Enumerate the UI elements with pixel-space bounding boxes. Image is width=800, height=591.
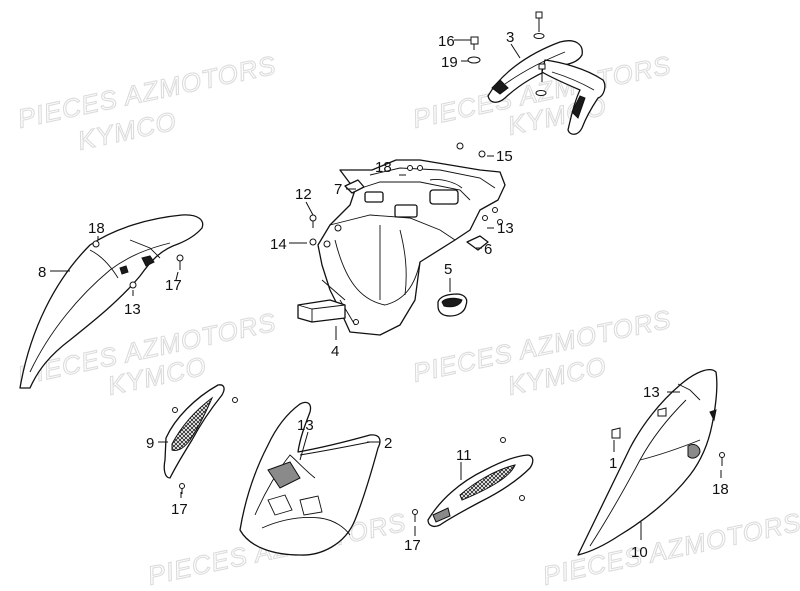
part-left-vent-cover: [163, 384, 225, 479]
leader-lines: [50, 39, 722, 540]
callout-label: 7: [334, 181, 342, 198]
callout-labels: 16 19 3 18 7 15 13 6 12 14 4 5 18 8 17 1…: [38, 29, 729, 561]
part-5-cap: [437, 293, 468, 317]
callout-label: 6: [484, 241, 492, 258]
callout-label: 19: [441, 54, 458, 71]
watermark-group: PIECES AZMOTORS KYMCO PIECES AZMOTORS KY…: [14, 49, 800, 591]
callout-label: 13: [297, 417, 314, 434]
callout-label: 16: [438, 33, 455, 50]
part-bracket-block: [297, 299, 346, 323]
part-under-seat-storage-box: [317, 159, 506, 336]
callout-label: 12: [295, 186, 312, 203]
callout-label: 15: [496, 148, 513, 165]
callout-label: 8: [38, 264, 46, 281]
callout-label: 2: [384, 435, 392, 452]
watermark-text: PIECES AZMOTORS: [540, 507, 800, 591]
part-left-rear-panel: [19, 214, 204, 389]
callout-label: 11: [456, 447, 472, 464]
callout-label: 17: [404, 537, 421, 554]
callout-label: 13: [643, 384, 660, 401]
callout-label: 3: [506, 29, 514, 46]
callout-label: 10: [631, 544, 648, 561]
callout-label: 9: [146, 435, 154, 452]
callout-label: 18: [88, 220, 105, 237]
callout-label: 5: [444, 261, 452, 278]
callout-label: 14: [270, 236, 287, 253]
part-right-rear-panel: [577, 369, 718, 556]
callout-label: 17: [165, 277, 182, 294]
callout-label: 13: [497, 220, 514, 237]
bolt-icon: [467, 11, 547, 96]
callout-label: 1: [609, 455, 617, 472]
screw-icon: [92, 142, 725, 522]
part-front-inner-shield: [239, 401, 381, 556]
callout-label: 18: [375, 159, 392, 176]
part-right-vent-cover: [427, 454, 534, 527]
part-rear-grab-rail: [487, 40, 606, 135]
callout-label: 4: [331, 343, 339, 360]
callout-label: 17: [171, 501, 188, 518]
clip-icon: [344, 179, 489, 251]
callout-label: 18: [712, 481, 729, 498]
callout-label: 13: [124, 301, 141, 318]
